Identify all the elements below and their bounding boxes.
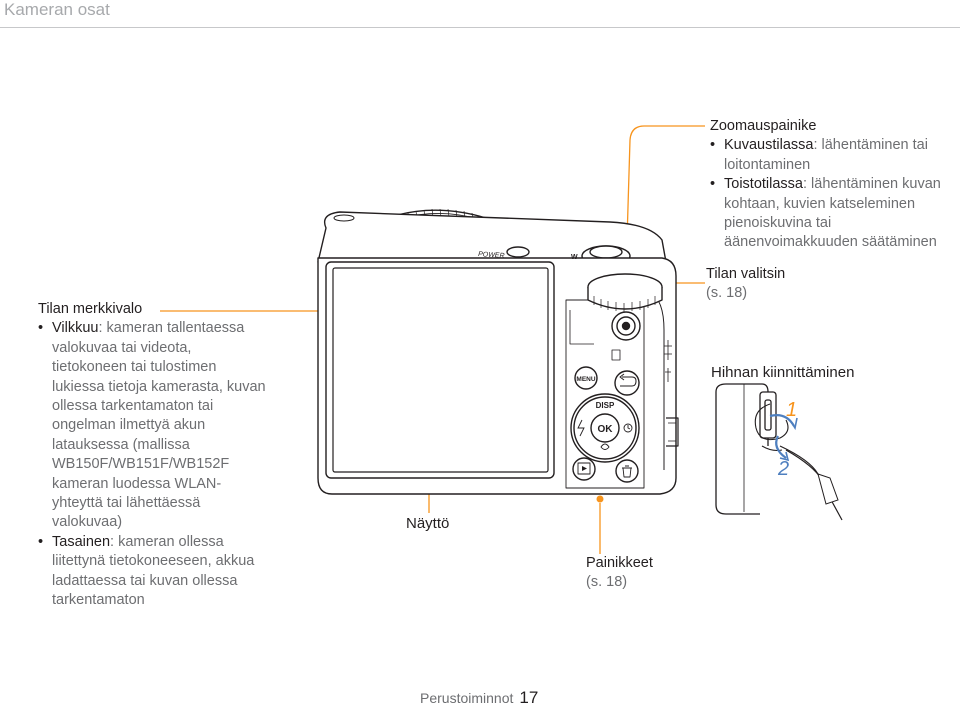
zoom-playback-text: : lähentäminen kuvan kohtaan, kuvien kat…: [724, 176, 941, 251]
callout-buttons: Painikkeet (s. 18): [586, 554, 696, 593]
zoom-shooting-term: Kuvaustilassa: [724, 137, 814, 154]
timer-icon: [623, 423, 633, 433]
callout-mode-dial-title: Tilan valitsin: [706, 266, 786, 282]
callout-strap-title: Hihnan kiinnittäminen: [711, 364, 855, 381]
mode-indicator-blinking-text: : kameran tallentaessa valokuvaa tai vid…: [52, 320, 266, 531]
callout-zoom-button: Zoomauspainike Kuvaustilassa: lähentämin…: [710, 117, 960, 253]
strap-illustration: [715, 383, 843, 521]
page-number: 17: [519, 688, 539, 707]
callout-dot-buttons: [596, 495, 604, 503]
macro-icon: [600, 443, 610, 450]
disp-label: DISP: [596, 401, 615, 410]
mode-indicator-blinking: Vilkkuu: kameran tallentaessa valokuvaa …: [38, 319, 270, 532]
callout-mode-dial: Tilan valitsin (s. 18): [706, 265, 826, 304]
menu-label: MENU: [576, 376, 595, 383]
footer-section: Perustoiminnot: [420, 690, 514, 706]
zoom-playback-term: Toistotilassa: [724, 176, 803, 193]
section-title: Kameran osat: [4, 0, 110, 19]
mode-indicator-blinking-term: Vilkkuu: [52, 320, 99, 337]
ok-label: OK: [598, 424, 614, 435]
mode-indicator-steady-term: Tasainen: [52, 533, 111, 550]
camera-body: [317, 208, 679, 495]
callout-mode-indicator-title: Tilan merkkivalo: [38, 301, 143, 317]
mode-indicator-steady: Tasainen: kameran ollessa liitettynä tie…: [38, 533, 270, 611]
callout-zoom-title: Zoomauspainike: [710, 118, 817, 134]
zoom-mark: W: [571, 254, 578, 261]
page-footer: Perustoiminnot 17: [420, 688, 538, 708]
callout-mode-dial-ref: (s. 18): [706, 285, 748, 302]
callout-mode-indicator: Tilan merkkivalo Vilkkuu: kameran tallen…: [38, 300, 270, 611]
strap-step-1: 1: [786, 399, 797, 421]
flash-icon: [577, 419, 585, 437]
zoom-shooting-text: : lähentäminen tai loitontaminen: [724, 137, 928, 173]
strap-step-2: 2: [777, 458, 789, 480]
power-label: POWER: [478, 251, 505, 260]
mode-indicator-steady-text: : kameran ollessa liitettynä tietokonees…: [52, 533, 255, 609]
nav-ring-glyphs: [577, 419, 633, 450]
callout-buttons-ref: (s. 18): [586, 574, 628, 591]
callout-line-zoom: [626, 125, 705, 241]
zoom-shooting-mode: Kuvaustilassa: lähentäminen tai loitonta…: [710, 136, 960, 175]
callout-display-title: Näyttö: [406, 515, 450, 532]
zoom-playback-mode: Toistotilassa: lähentäminen kuvan kohtaa…: [710, 175, 960, 253]
header-rule: [0, 27, 960, 28]
callout-buttons-title: Painikkeet: [586, 555, 653, 571]
strap-arrows: [769, 414, 798, 462]
